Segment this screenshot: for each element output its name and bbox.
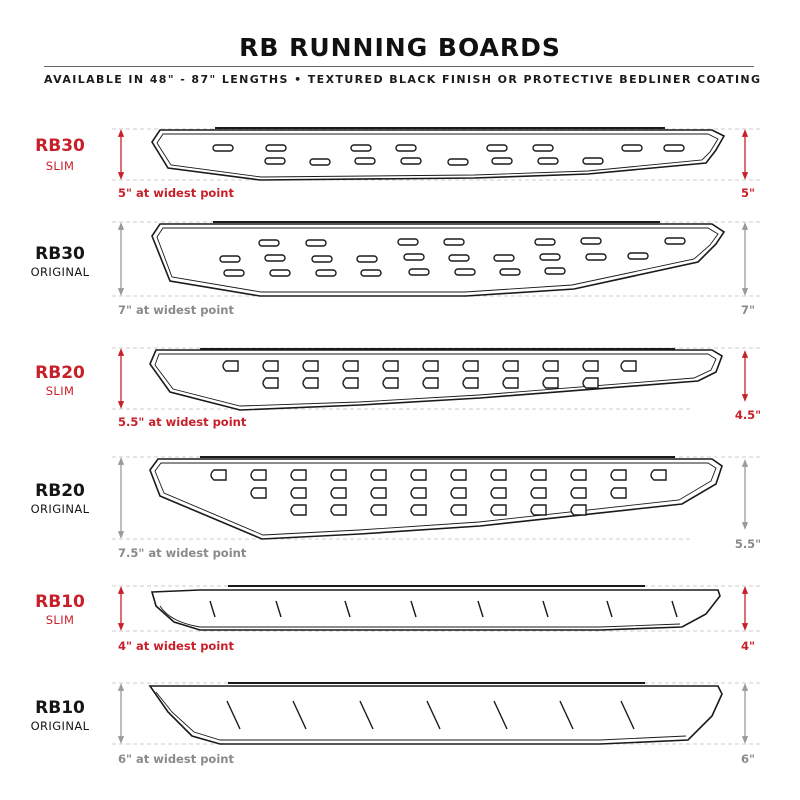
widest-label-rb30-slim: 5" at widest point bbox=[118, 186, 234, 200]
board-name-rb20-original: RB20 bbox=[35, 481, 85, 501]
board-name-rb30-original: RB30 bbox=[35, 244, 85, 264]
page-title: RB RUNNING BOARDS bbox=[239, 33, 561, 62]
board-slots bbox=[219, 237, 686, 277]
board-rb20-original bbox=[149, 456, 723, 540]
board-rb10-original bbox=[148, 682, 723, 745]
widest-label-rb30-original: 7" at widest point bbox=[118, 303, 234, 317]
board-variant-rb20-original: ORIGINAL bbox=[30, 502, 90, 516]
board-grip-lines bbox=[209, 600, 678, 618]
board-name-rb10-original: RB10 bbox=[35, 698, 85, 718]
right-width-rb10-original: 6" bbox=[741, 752, 755, 766]
board-variant-rb10-slim: SLIM bbox=[45, 613, 75, 627]
board-rb30-slim bbox=[151, 127, 726, 181]
title-divider bbox=[44, 66, 754, 67]
right-width-rb30-original: 7" bbox=[741, 303, 755, 317]
board-name-rb20-slim: RB20 bbox=[35, 363, 85, 383]
page-subtitle: AVAILABLE IN 48" - 87" LENGTHS • TEXTURE… bbox=[44, 73, 762, 86]
board-slots bbox=[210, 469, 667, 516]
board-name-rb30-slim: RB30 bbox=[35, 136, 85, 156]
right-width-rb30-slim: 5" bbox=[741, 186, 755, 200]
board-rb30-original bbox=[151, 221, 726, 297]
right-width-rb10-slim: 4" bbox=[741, 639, 755, 653]
board-variant-rb30-original: ORIGINAL bbox=[30, 265, 90, 279]
widest-label-rb10-original: 6" at widest point bbox=[118, 752, 234, 766]
board-rb20-slim bbox=[149, 348, 723, 411]
right-width-rb20-slim: 4.5" bbox=[734, 408, 762, 422]
widest-label-rb20-slim: 5.5" at widest point bbox=[118, 415, 247, 429]
board-slots bbox=[212, 144, 685, 166]
board-name-rb10-slim: RB10 bbox=[35, 592, 85, 612]
board-slots bbox=[222, 360, 637, 389]
board-variant-rb20-slim: SLIM bbox=[45, 384, 75, 398]
board-variant-rb30-slim: SLIM bbox=[45, 159, 75, 173]
board-rb10-slim bbox=[150, 585, 721, 631]
dimension-arrows bbox=[117, 129, 749, 744]
right-width-rb20-original: 5.5" bbox=[734, 537, 762, 551]
widest-label-rb20-original: 7.5" at widest point bbox=[118, 546, 247, 560]
widest-label-rb10-slim: 4" at widest point bbox=[118, 639, 234, 653]
board-grip-lines bbox=[226, 700, 635, 730]
board-variant-rb10-original: ORIGINAL bbox=[30, 719, 90, 733]
